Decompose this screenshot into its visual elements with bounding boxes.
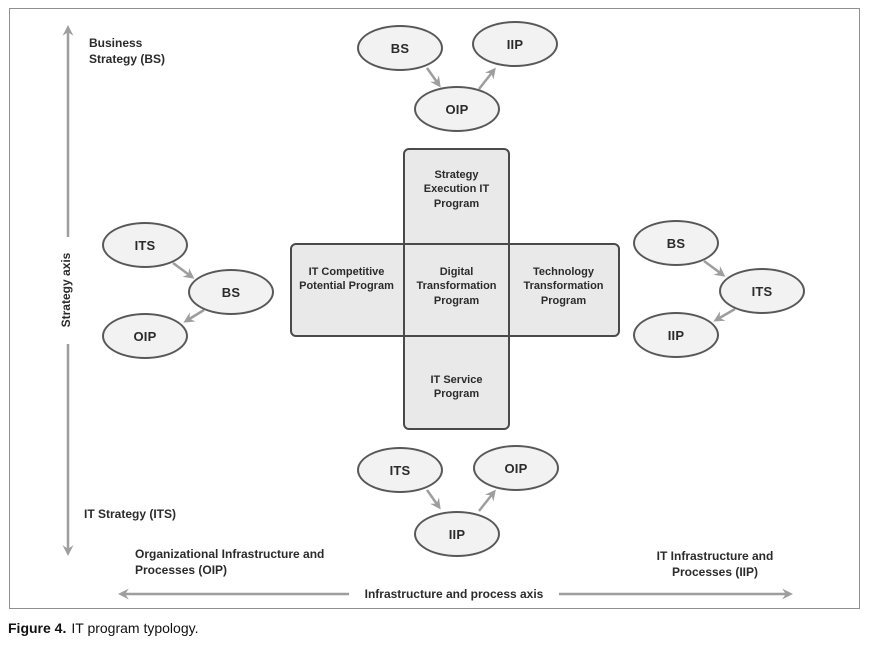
node-left-its: ITS: [102, 222, 188, 268]
node-top-iip: IIP: [472, 21, 558, 67]
business-strategy-label: Business Strategy (BS): [89, 36, 166, 66]
box-border-overlap-bottom: [405, 335, 508, 337]
program-label-technology-transformation: Technology Transformation Program: [523, 266, 604, 307]
program-label-it-service: IT Service Program: [430, 374, 483, 401]
oip-label: Organizational Infrastructure and Proces…: [135, 547, 325, 577]
node-left-oip: OIP: [102, 313, 188, 359]
node-right-bs: BS: [633, 220, 719, 266]
box-border-overlap-top: [405, 243, 508, 245]
node-right-iip: IIP: [633, 312, 719, 358]
node-top-oip: OIP: [414, 86, 500, 132]
program-label-digital-transformation: Digital Transformation Program: [416, 266, 497, 307]
figure-caption: Figure 4.IT program typology.: [8, 620, 198, 636]
node-right-its: ITS: [719, 268, 805, 314]
iip-label: IT Infrastructure and Processes (IIP): [656, 549, 774, 579]
figure-caption-text: IT program typology.: [71, 620, 199, 636]
program-label-strategy-execution: Strategy Execution IT Program: [423, 169, 490, 210]
node-top-bs: BS: [357, 25, 443, 71]
strategy-axis-label: Strategy axis: [59, 252, 73, 328]
node-bottom-oip: OIP: [473, 445, 559, 491]
program-box-vertical: [403, 148, 510, 430]
node-left-bs: BS: [188, 269, 274, 315]
it-strategy-label: IT Strategy (ITS): [84, 507, 177, 521]
figure-caption-number: Figure 4.: [8, 620, 67, 636]
infrastructure-axis-label: Infrastructure and process axis: [364, 587, 544, 601]
program-label-it-competitive-potential: IT Competitive Potential Program: [299, 266, 394, 293]
node-bottom-its: ITS: [357, 447, 443, 493]
node-bottom-iip: IIP: [414, 511, 500, 557]
